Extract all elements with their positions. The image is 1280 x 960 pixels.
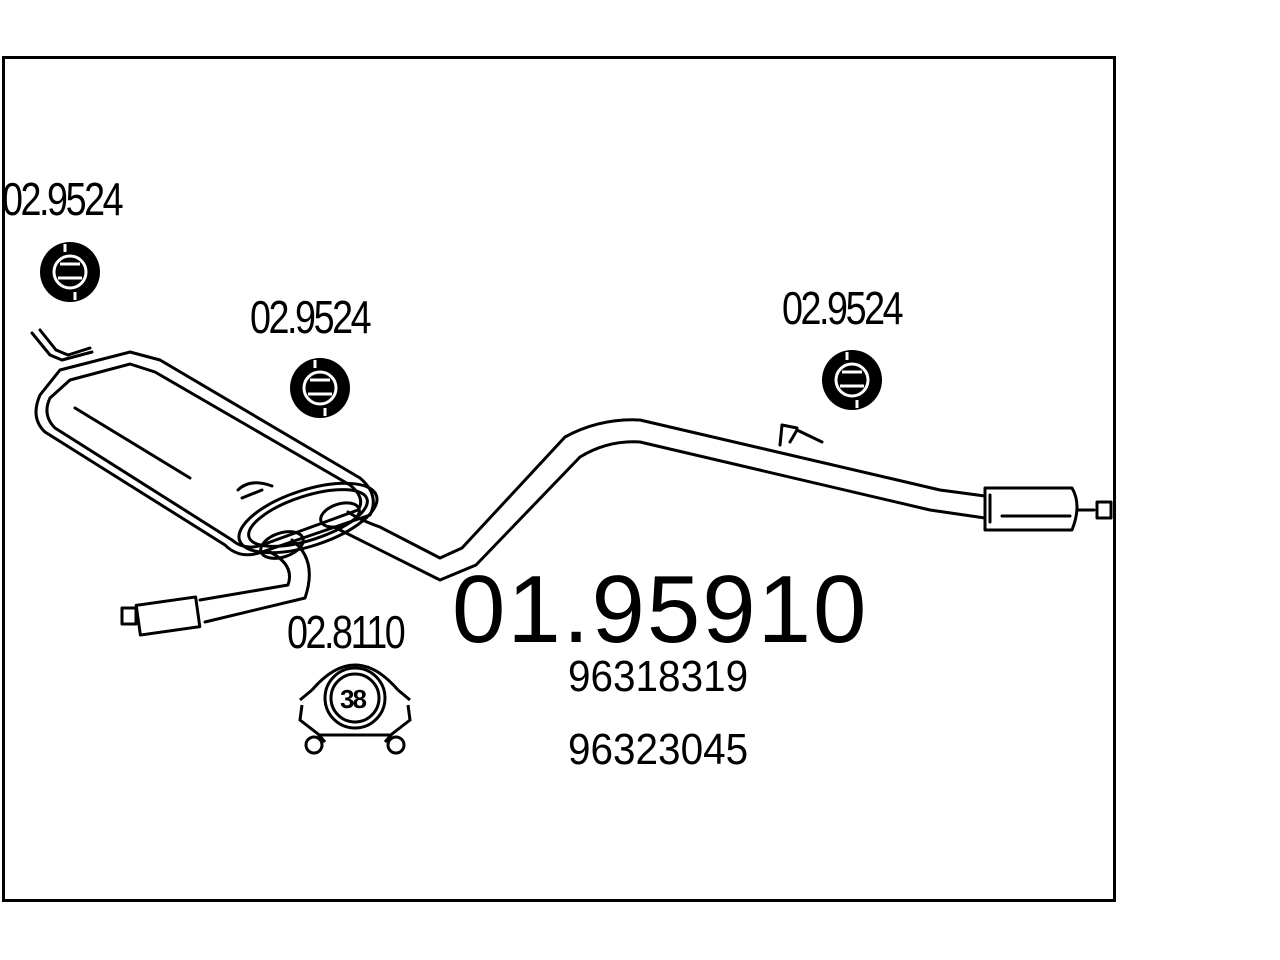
hanger-icon [290, 358, 350, 418]
hanger-icon [40, 242, 100, 302]
hanger-code-label: 02.9524 [782, 282, 904, 334]
silencer-end-cap [237, 481, 379, 560]
oe-number: 96318319 [568, 652, 749, 701]
tail-tip [983, 486, 1113, 532]
hanger-code-label: 02.9524 [2, 173, 124, 225]
oe-number: 96323045 [568, 725, 749, 774]
hanger-code-label: 02.9524 [250, 291, 372, 343]
main-part-number: 01.95910 [452, 556, 869, 663]
inlet-pipe-end [30, 328, 94, 362]
clamp-code-label: 02.8110 [287, 606, 406, 658]
clamp-icon [298, 663, 412, 755]
diagram-frame [2, 56, 1116, 902]
tailpipe [332, 418, 987, 582]
silencer-outlet-pipe [120, 538, 311, 637]
hanger-icon [822, 350, 882, 410]
clamp-size-label: 38 [340, 684, 367, 714]
